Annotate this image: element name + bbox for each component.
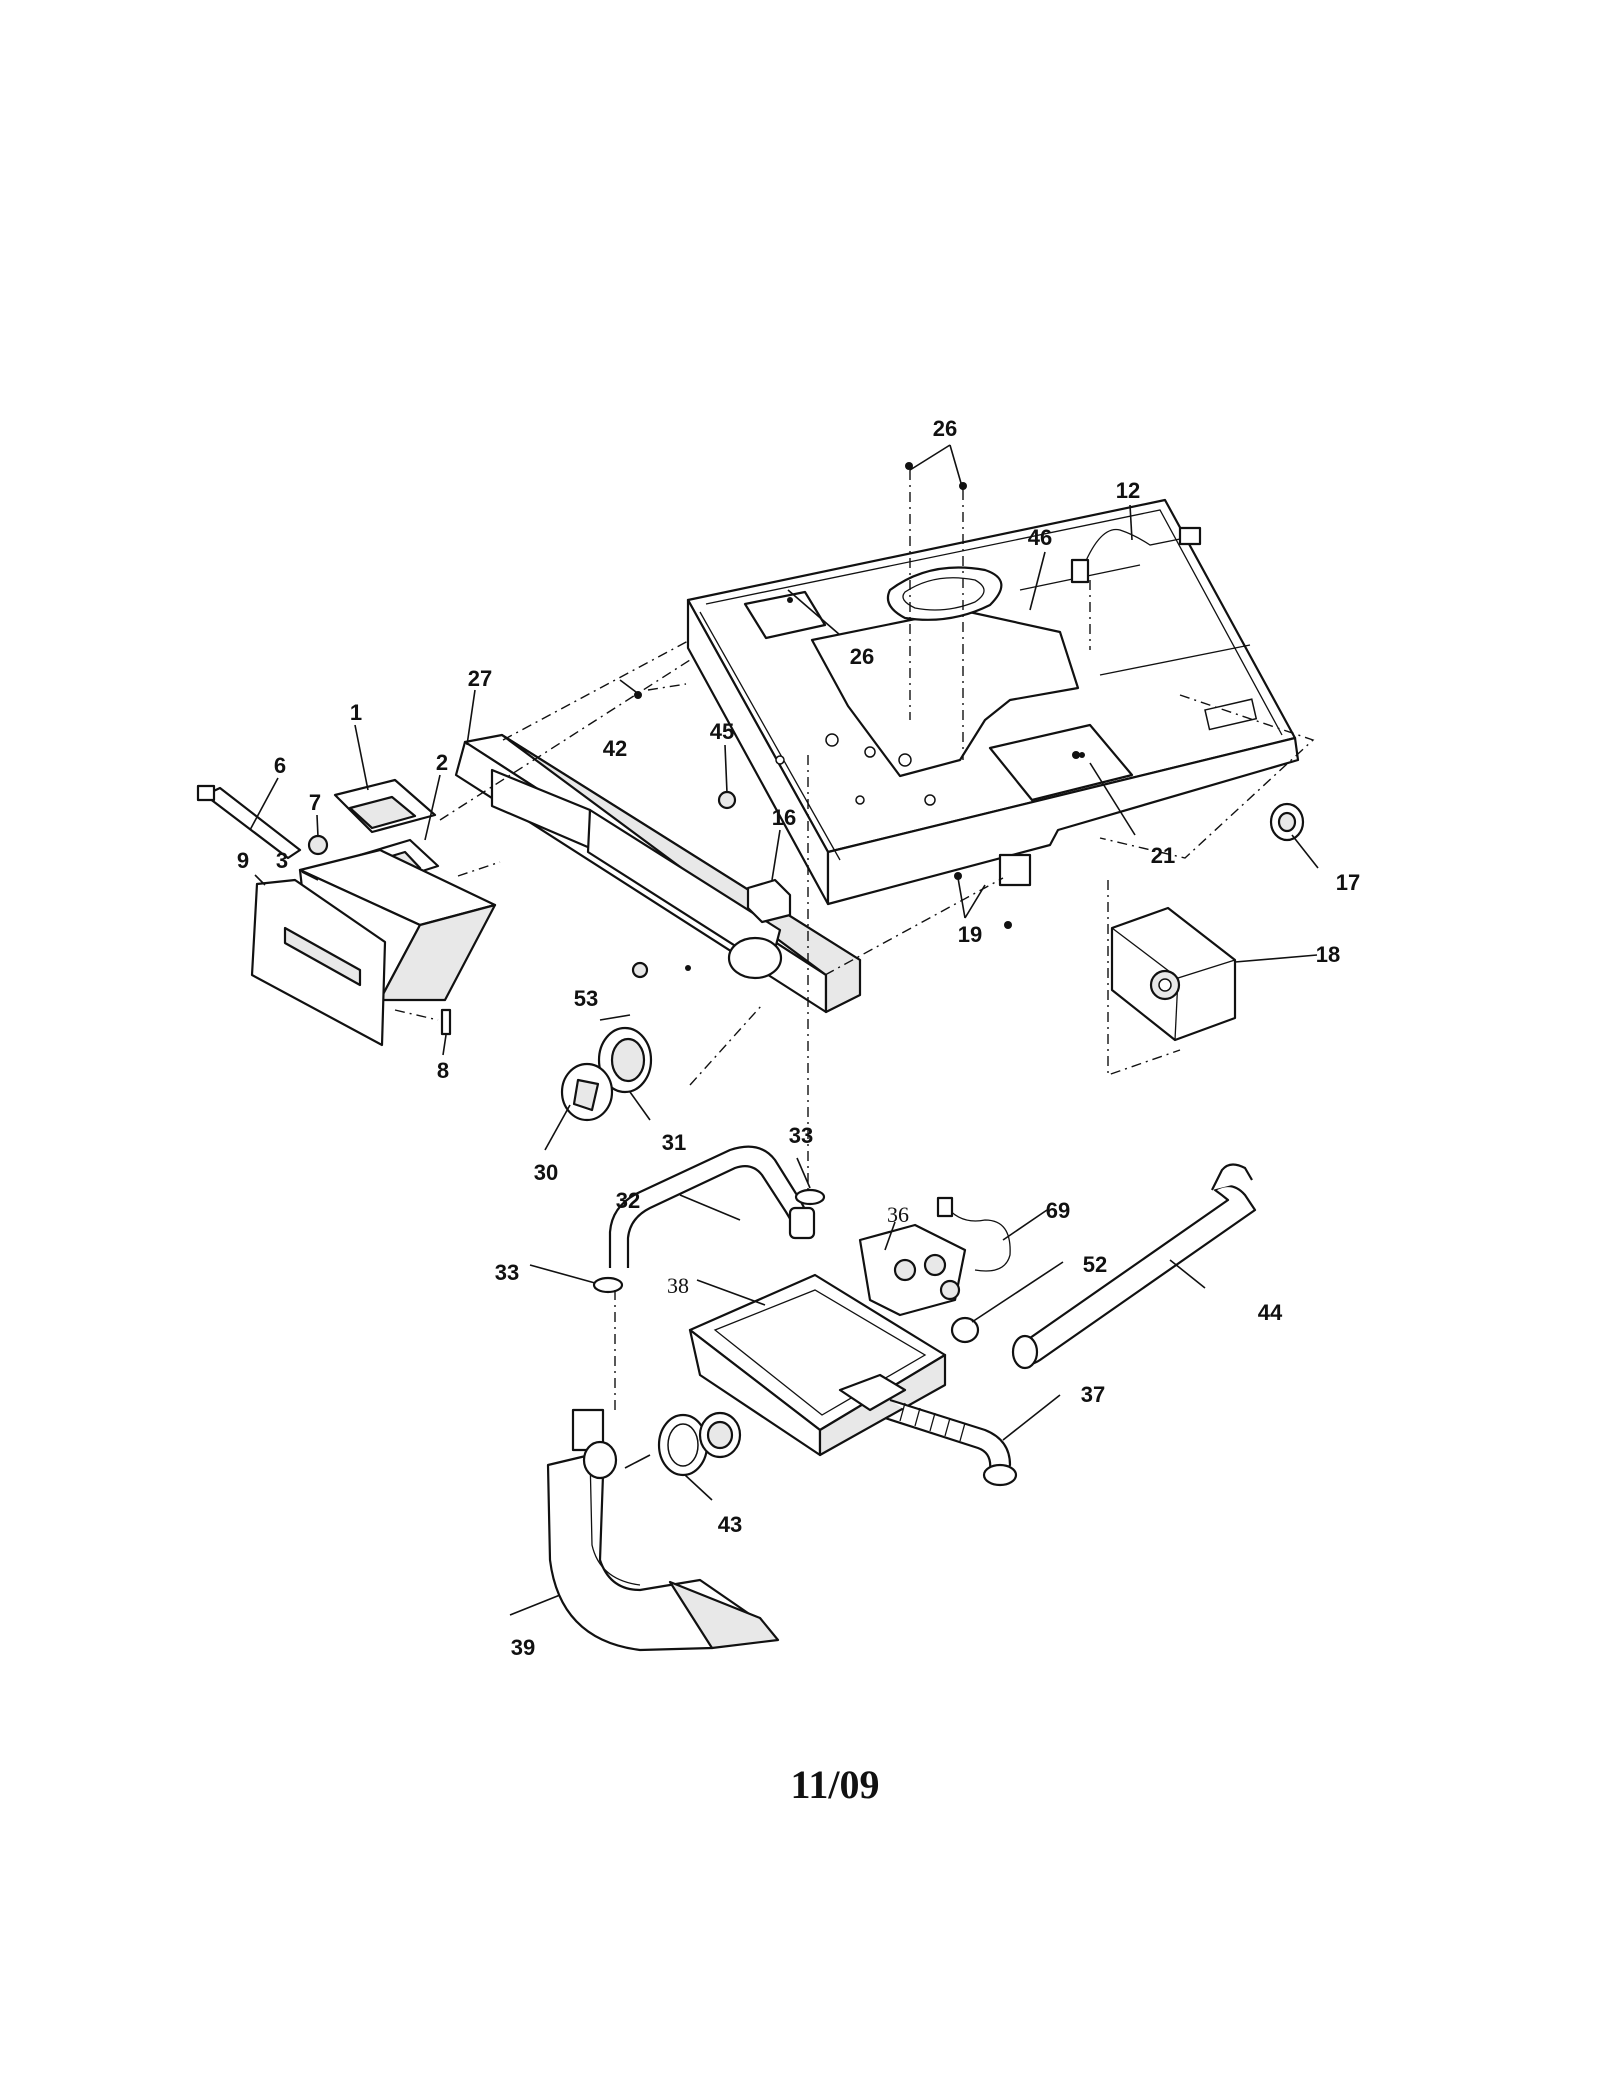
callout-38: 38 [667,1273,689,1298]
callout-43: 43 [718,1512,742,1537]
callout-17: 17 [1336,870,1360,895]
callout-1: 1 [350,700,362,725]
callout-6: 6 [274,753,286,778]
callout-16: 16 [772,805,796,830]
callout-8: 8 [437,1058,449,1083]
callout-19: 19 [958,922,982,947]
callout-52: 52 [1083,1252,1107,1277]
callout-labels: 26 12 46 26 27 42 45 1 2 6 7 9 3 8 16 21… [237,416,1360,1807]
callout-42: 42 [603,736,627,761]
callout-69: 69 [1046,1198,1070,1223]
callout-9: 9 [237,848,249,873]
callout-39: 39 [511,1635,535,1660]
callout-12: 12 [1116,478,1140,503]
callout-18: 18 [1316,942,1340,967]
callout-33b: 33 [495,1260,519,1285]
leader-lines [249,444,1319,1616]
callout-21: 21 [1151,843,1175,868]
callout-26a: 26 [933,416,957,441]
knob-assembly [560,1026,653,1122]
callout-30: 30 [534,1160,558,1185]
assembly-guide-lines [394,470,1315,1410]
callout-7: 7 [309,790,321,815]
callout-31: 31 [662,1130,686,1155]
callout-37: 37 [1081,1382,1105,1407]
callout-2: 2 [436,750,448,775]
callout-44: 44 [1258,1300,1283,1325]
callout-33a: 33 [789,1123,813,1148]
dispenser-assembly [196,778,497,1047]
callout-53: 53 [574,986,598,1011]
callout-26b: 26 [850,644,874,669]
footer-date: 11/09 [791,1762,880,1807]
callout-27: 27 [468,666,492,691]
hose-and-pump-parts [546,1145,1257,1652]
callout-36: 36 [887,1202,909,1227]
callout-3: 3 [276,848,288,873]
callout-45: 45 [710,719,734,744]
callout-46: 46 [1028,525,1052,550]
corrugated-hose [838,1373,1018,1487]
top-panel-frame [686,498,1300,906]
console-panel [454,733,862,1014]
elbow-duct [546,1408,780,1652]
callout-32: 32 [616,1188,640,1213]
electrical-parts [746,526,1305,1042]
